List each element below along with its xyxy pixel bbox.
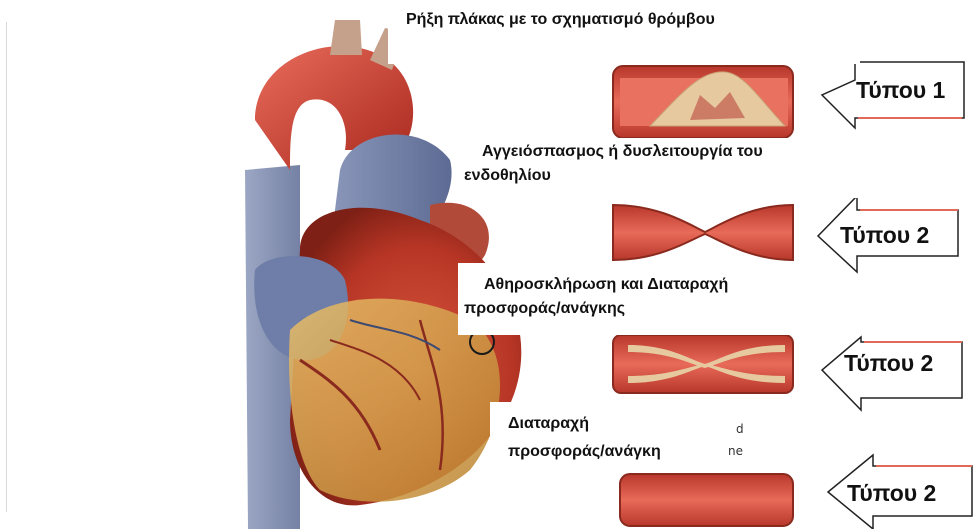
artery-type2-vasospasm-icon: [613, 205, 793, 260]
arrow-type2-b-label: Τύπου 2: [844, 350, 933, 377]
label-atherosclerosis: Αθηροσκλήρωση και Διαταραχή προσφοράς/αν…: [458, 263, 830, 335]
label-supply-demand: Διαταραχή προσφοράς/ανάγκη: [490, 402, 732, 470]
label-supply-demand-line2: προσφοράς/ανάγκη: [496, 440, 726, 464]
artery-type2-supply-icon: [620, 474, 793, 526]
label-supply-demand-line1: Διαταραχή: [496, 412, 726, 436]
arrow-type1-label: Τύπου 1: [856, 77, 945, 104]
arrow-type2-c-label: Τύπου 2: [847, 480, 936, 507]
residual-text-2: ne: [728, 444, 743, 458]
label-plaque-rupture: Ρήξη πλάκας με το σχηματισμό θρόμβου: [388, 2, 860, 64]
label-plaque-rupture-text: Ρήξη πλάκας με το σχηματισμό θρόμβου: [406, 8, 854, 32]
residual-text-1: d: [736, 422, 744, 436]
artery-type2-atherosclerosis-icon: [613, 335, 793, 393]
label-vasospasm-line2: ενδοθηλίου: [464, 164, 856, 188]
arrow-type2-a-label: Τύπου 2: [840, 222, 929, 249]
label-atherosclerosis-line1: Αθηροσκλήρωση και Διαταραχή: [484, 273, 824, 297]
artery-type1-icon: [613, 66, 793, 138]
label-atherosclerosis-line2: προσφοράς/ανάγκης: [464, 297, 824, 321]
vessel-branch-icon: [330, 20, 362, 55]
label-vasospasm: Αγγειόσπασμος ή δυσλειτουργία του ενδοθη…: [458, 138, 862, 198]
label-vasospasm-line1: Αγγειόσπασμος ή δυσλειτουργία του: [482, 140, 856, 164]
